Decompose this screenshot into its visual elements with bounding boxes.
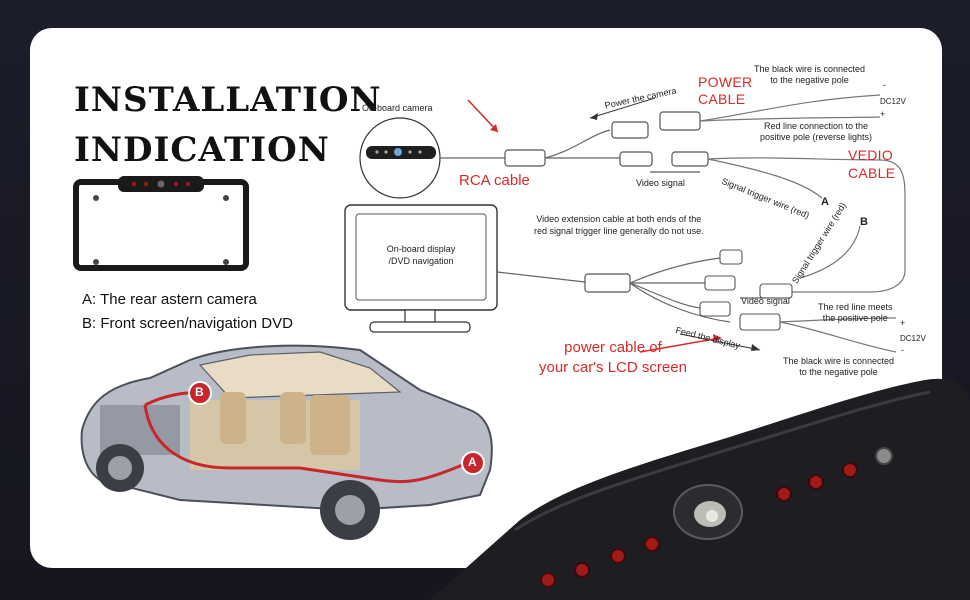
- lcd-power-cable-line-1: power cable of: [564, 339, 662, 356]
- video-signal-bottom-label: Video signal: [741, 296, 790, 306]
- legend-a: A: The rear astern camera: [82, 291, 257, 308]
- car-marker-a: A: [468, 455, 477, 469]
- car-cutaway-icon: [80, 344, 493, 540]
- red-line-meets-label: The red line meets the positive pole: [818, 302, 893, 324]
- red-line-meets-line-1: The red line meets: [818, 302, 893, 312]
- minus-bottom: -: [901, 345, 904, 355]
- red-line-meets-line-2: the positive pole: [822, 313, 888, 323]
- extension-note-line-2: red signal trigger line generally do not…: [534, 226, 704, 236]
- red-line-reverse-label: Red line connection to the positive pole…: [760, 121, 872, 143]
- lcd-power-cable-line-2: your car's LCD screen: [539, 359, 687, 376]
- rca-cable-label: RCA cable: [459, 172, 530, 189]
- red-line-reverse-line-1: Red line connection to the: [763, 121, 869, 131]
- extension-note-label: Video extension cable at both ends of th…: [534, 213, 704, 237]
- onboard-camera-label: On-board camera: [362, 103, 433, 113]
- video-signal-top-label: Video signal: [636, 178, 685, 188]
- marker-b-label: B: [860, 216, 868, 228]
- display-label-line-1: On-board display: [386, 244, 456, 254]
- power-cable-label: POWER CABLE: [698, 74, 752, 108]
- black-wire-bottom-label: The black wire is connected to the negat…: [783, 356, 894, 378]
- title-line-2: INDICATION: [74, 130, 330, 170]
- extension-note-line-1: Video extension cable at both ends of th…: [536, 214, 702, 224]
- display-label-line-2: /DVD navigation: [388, 256, 454, 266]
- camera-icon: [359, 117, 441, 199]
- plus-top: +: [880, 109, 886, 119]
- monitor-icon: [344, 204, 498, 333]
- car-marker-b: B: [195, 385, 204, 399]
- vedio-cable-line-2: CABLE: [848, 165, 896, 181]
- red-line-reverse-line-2: positive pole (reverse lights): [760, 132, 873, 142]
- black-wire-bottom-line-1: The black wire is connected: [783, 356, 895, 366]
- display-label: On-board display /DVD navigation: [378, 243, 464, 267]
- vedio-cable-label: VEDIO CABLE: [848, 146, 895, 182]
- dc12v-bottom: DC12V: [900, 334, 926, 343]
- plus-bottom: +: [900, 318, 906, 328]
- minus-top: -: [883, 80, 886, 90]
- vedio-cable-line-1: VEDIO: [848, 147, 894, 163]
- camera-bar-icon: [430, 378, 970, 600]
- lcd-power-cable-label: power cable of your car's LCD screen: [539, 338, 687, 378]
- black-wire-bottom-line-2: to the negative pole: [799, 367, 878, 377]
- power-cable-line-1: POWER: [698, 74, 753, 90]
- legend-b: B: Front screen/navigation DVD: [82, 315, 293, 332]
- black-wire-top-line-1: The black wire is connected: [754, 64, 866, 74]
- title-line-1: INSTALLATION: [74, 80, 382, 120]
- black-wire-top-label: The black wire is connected to the negat…: [754, 64, 865, 86]
- power-cable-line-2: CABLE: [698, 91, 746, 107]
- license-plate-frame-icon: [73, 176, 249, 271]
- dc12v-top: DC12V: [880, 97, 906, 106]
- marker-a-label: A: [821, 196, 829, 208]
- black-wire-top-line-2: to the negative pole: [770, 75, 849, 85]
